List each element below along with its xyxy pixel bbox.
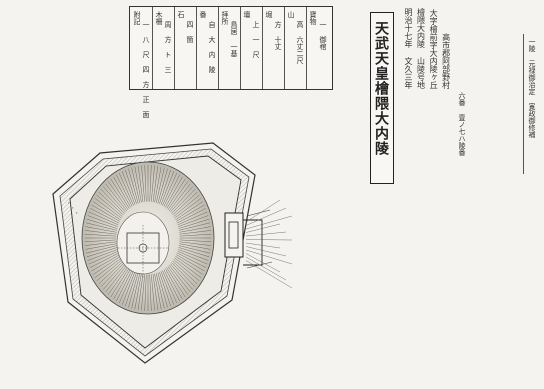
column-label: 木柵 bbox=[155, 11, 163, 25]
column-label: 寶物 bbox=[309, 11, 317, 25]
column-detail: 高 六丈二尺 bbox=[296, 21, 304, 64]
column-detail: 自 大 内 陵 bbox=[208, 21, 216, 73]
column-detail: 四 箇 bbox=[186, 21, 194, 43]
column-label: 附記 bbox=[133, 11, 141, 25]
column-label: 山 bbox=[287, 11, 295, 18]
leader-lines bbox=[245, 199, 293, 289]
map-title-box: 天武天皇檜隈大内陵 bbox=[370, 12, 394, 184]
header-note-line: 檜隈大内陵 山陵号地 bbox=[416, 8, 426, 89]
column-detail: 一 八 尺 四 方 正 面 bbox=[142, 21, 150, 118]
svg-text:・: ・ bbox=[66, 201, 72, 207]
margin-note-text: 一陵 元禄御治定 寛政御修補 bbox=[528, 38, 536, 138]
column-label: 番 bbox=[199, 11, 207, 18]
approach-path bbox=[243, 219, 263, 266]
table-column: 石 四 箇 bbox=[174, 7, 197, 89]
table-column: 番 自 大 内 陵 bbox=[196, 7, 219, 89]
svg-text:・: ・ bbox=[70, 206, 76, 212]
column-label: 拝所 bbox=[221, 11, 229, 25]
header-note-line: 明治十七年 文久三年 bbox=[404, 8, 413, 89]
column-detail: 一 御棺 bbox=[319, 21, 327, 50]
table-column: 附記 一 八 尺 四 方 正 面 bbox=[130, 7, 153, 118]
svg-text:・: ・ bbox=[74, 211, 80, 217]
column-detail: 周 方 ト 三 bbox=[164, 21, 172, 73]
table-column: 山 高 六丈二尺 bbox=[284, 7, 307, 89]
header-note-line: 大字檜前字大内陵ヶ丘 bbox=[429, 9, 439, 89]
survey-record-table: 附記 一 八 尺 四 方 正 面 木柵 周 方 ト 三 石 四 箇 番 自 大 … bbox=[129, 6, 333, 118]
column-label: 壇 bbox=[243, 11, 251, 18]
column-label: 堀 bbox=[265, 11, 273, 18]
column-label: 石 bbox=[177, 11, 185, 18]
mound-hachures bbox=[84, 165, 212, 311]
table-column: 拝所 鳥居 一基 bbox=[218, 7, 241, 89]
column-detail: 鳥居 一基 bbox=[230, 21, 238, 57]
worship-gate bbox=[224, 212, 244, 258]
header-note: 明治十七年 文久三年 檜隈大内陵 山陵号地 大字檜前字大内陵ヶ丘 高市郡阿部野村 bbox=[402, 8, 451, 91]
table-column: 寶物 一 御棺 bbox=[306, 7, 332, 89]
header-note-line: 高市郡阿部野村 bbox=[441, 33, 451, 89]
worship-gate-inner bbox=[228, 221, 239, 249]
margin-note: 一陵 元禄御治定 寛政御修補 bbox=[523, 34, 540, 174]
table-column: 木柵 周 方 ト 三 bbox=[152, 7, 175, 89]
plot-number-note: 六番 壹ノ七ハ陵番 bbox=[458, 92, 466, 156]
west-edge-notes: ・ ・ ・ bbox=[66, 201, 80, 217]
column-detail: 上 一 尺 bbox=[252, 21, 260, 58]
column-detail: 方 十丈 bbox=[274, 21, 282, 50]
map-title: 天武天皇檜隈大内陵 bbox=[373, 21, 389, 156]
table-column: 堀 方 十丈 bbox=[262, 7, 285, 89]
table-column: 壇 上 一 尺 bbox=[240, 7, 263, 89]
